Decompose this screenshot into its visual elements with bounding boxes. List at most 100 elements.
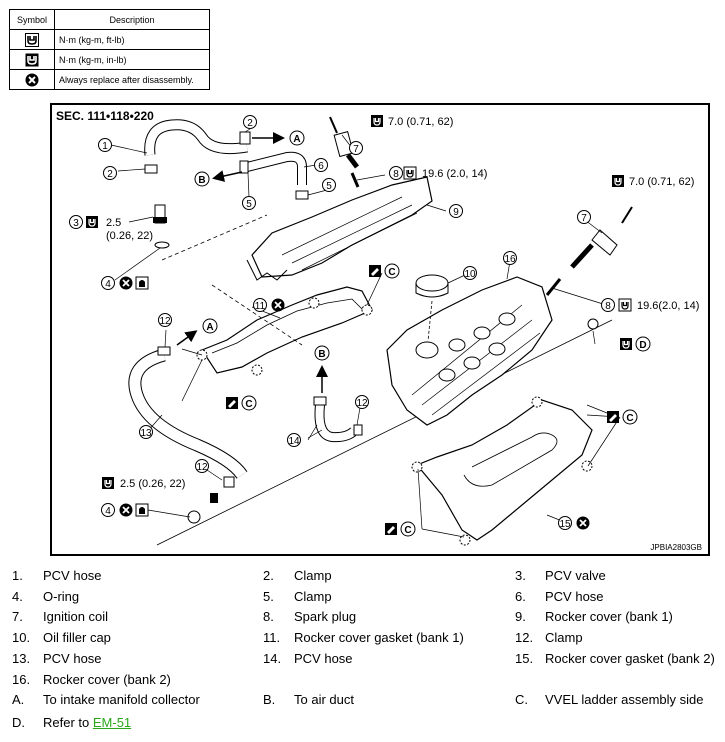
rocker-cover-bank-2 [386,276,553,426]
oring-symbols-top [118,275,149,291]
legend-label: Rocker cover (bank 1) [545,609,673,625]
svg-text:6: 6 [318,161,324,172]
gasket-dot [308,297,320,309]
legend-num: 6. [515,588,526,604]
legend-num-d: D. [12,715,25,730]
replace-icon-11 [270,297,286,313]
legend-label-d: Refer to EM-51 [43,715,131,730]
legend-label: PCV hose [43,650,102,666]
torque-text: 7.0 (0.71, 62) [629,176,694,188]
always-replace-icon [25,73,39,86]
svg-text:C: C [245,399,252,410]
gasket-dot [361,304,373,316]
symbol-table: Symbol Description N·m (kg-m, ft-lb) N·m… [9,9,210,90]
legend-num: 16. [12,671,31,687]
legend-label: Spark plug [294,609,357,625]
ignition-coil-1-stem [346,153,359,169]
callout-8: 8 [601,298,615,312]
svg-text:4: 4 [105,506,111,517]
clamp-2-top [239,131,251,145]
liquid-gasket-c-4: C [385,521,416,537]
plug-hole [438,368,456,382]
rocker-cover-gasket-bank-1-inner [211,298,365,354]
svg-text:A: A [206,322,213,333]
legend-num: 5. [263,588,274,604]
callout-2: 2 [243,115,257,129]
callout-8: 8 [389,166,403,180]
svg-text:12: 12 [159,316,171,327]
callout-3: 3 [69,215,83,229]
legend-num: 12. [515,630,534,646]
svg-text:1: 1 [102,141,108,152]
callout-5: 5 [242,196,256,210]
pcv-hose-13-inner [129,349,247,479]
pcv-hose-1-inner [145,120,248,156]
svg-text:12: 12 [356,398,368,409]
torque-wrench-inlb-icon [25,53,39,66]
callout-14: 14 [287,433,301,447]
gasket-dot [411,461,423,473]
gasket-dot [531,396,543,408]
ignition-coil-2 [591,229,618,256]
ignition-coil-bolt-2 [621,206,633,224]
callout-5: 5 [322,178,336,192]
em-51-link[interactable]: EM-51 [92,715,132,730]
legend-label: PCV hose [294,650,353,666]
svg-text:7: 7 [581,213,587,224]
legend-label: VVEL ladder assembly side [545,692,704,708]
legend-num: 2. [263,568,274,583]
callout-16: 16 [503,251,517,265]
svg-text:8: 8 [393,169,399,180]
gasket-dot [459,534,471,546]
reference-line [156,319,613,546]
torque-spec-valve-lower: 2.5 (0.26, 22) [101,476,185,490]
callout-6: 6 [314,158,328,172]
ignition-coil-bolt [329,116,338,134]
svg-text:13: 13 [140,428,152,439]
callout-1: 1 [98,138,112,152]
callout-10: 10 [463,266,477,280]
clamp-2 [144,164,158,174]
svg-text:C: C [626,413,633,424]
svg-text:8: 8 [605,301,611,312]
oil-filler-cap [415,274,449,292]
legend-label: Rocker cover gasket (bank 2) [545,650,715,666]
clamp-12b [313,396,327,406]
legend-row-d: D. Refer to EM-51 [0,715,725,733]
torque-text: 19.6 (2.0, 14) [422,168,487,180]
legend-label: PCV valve [545,568,606,583]
torque-text: 19.6(2.0, 14) [637,300,699,312]
clamp-12a [157,346,171,356]
rocker-cover-bank-1-edge [246,259,288,281]
legend-label: Clamp [545,630,583,646]
callout-15: 15 [558,516,572,530]
letter-a-top: A [289,130,305,146]
legend-num: 4. [12,588,23,604]
torque-spec-valve: 2.5 (0.26, 22) [85,215,153,242]
callout-12: 12 [195,459,209,473]
replace-icon-15 [575,515,591,531]
legend-label: PCV hose [43,568,102,583]
svg-text:4: 4 [105,279,111,290]
svg-text:2: 2 [247,118,253,129]
plug-hole [448,338,466,352]
letter-a-left: A [202,318,218,334]
svg-text:15: 15 [559,519,571,530]
clamp-12b-2 [353,424,363,436]
svg-text:10: 10 [464,269,476,280]
legend-label: Clamp [294,568,332,583]
ignition-coil-2-stem [570,243,594,269]
symbol-desc-1: N·m (kg-m, ft-lb) [54,29,210,50]
rocker-cover-exploded-diagram: SEC. 111•118•220 [50,103,710,556]
oil-filler-cap-body [415,283,449,298]
torque-text: 7.0 (0.71, 62) [388,116,453,128]
legend-num: 8. [263,609,274,625]
legend-num: 3. [515,568,526,583]
spark-plug-2 [545,278,562,296]
clamp-12c [223,476,235,488]
torque-wrench-icon [25,32,39,47]
svg-text:12: 12 [196,462,208,473]
legend-num: 15. [515,650,534,666]
pcv-hose-14-inner [315,404,357,442]
plug-hole [498,312,516,326]
